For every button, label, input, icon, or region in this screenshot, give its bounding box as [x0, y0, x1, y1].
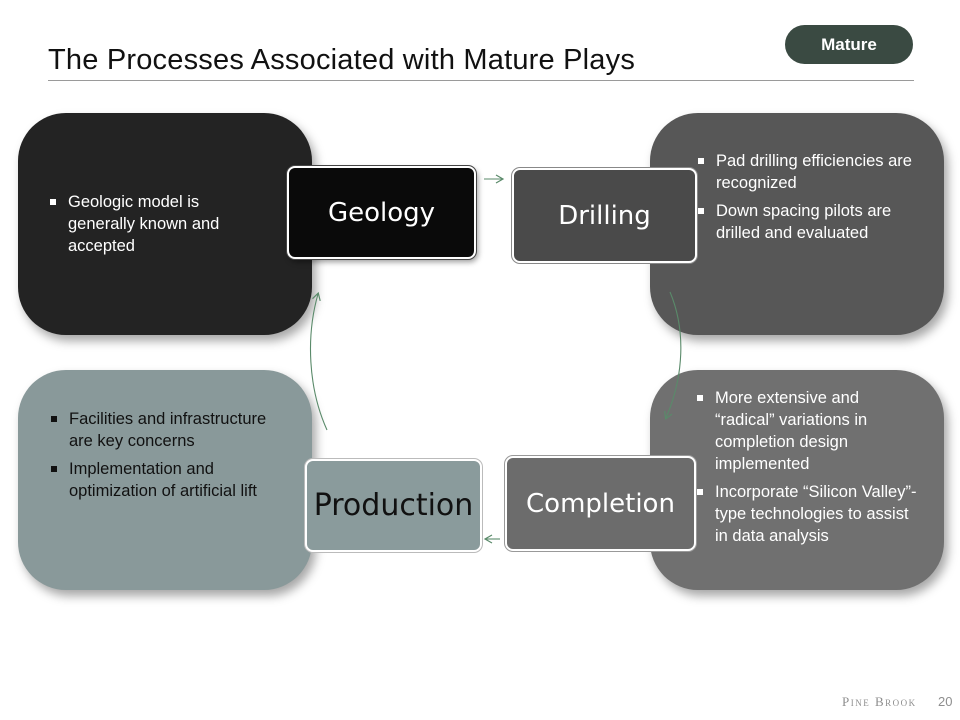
production-quadrant: [18, 370, 312, 590]
list-item: Geologic model is generally known and ac…: [50, 191, 255, 257]
drilling-notes: Pad drilling efficiencies are recognized…: [698, 150, 920, 250]
geology-process-box: Geology: [287, 166, 476, 259]
stage-badge: Mature: [785, 25, 913, 64]
completion-quadrant: [650, 370, 944, 590]
list-item: Incorporate “Silicon Valley”-type techno…: [697, 481, 921, 547]
bullet-square-icon: [698, 208, 704, 214]
list-item: Facilities and infrastructure are key co…: [51, 408, 281, 452]
geology-notes: Geologic model is generally known and ac…: [50, 191, 255, 263]
bullet-square-icon: [697, 395, 703, 401]
list-item: Down spacing pilots are drilled and eval…: [698, 200, 920, 244]
production-notes: Facilities and infrastructure are key co…: [51, 408, 281, 508]
completion-notes: More extensive and “radical” variations …: [697, 387, 921, 553]
slide-title: The Processes Associated with Mature Pla…: [48, 44, 636, 76]
page-number: 20: [938, 694, 953, 709]
list-item: More extensive and “radical” variations …: [697, 387, 921, 475]
list-item: Pad drilling efficiencies are recognized: [698, 150, 920, 194]
bullet-square-icon: [51, 416, 57, 422]
production-process-box: Production: [305, 459, 482, 552]
footer-logo: Pine Brook: [842, 694, 917, 709]
production-to-geology-arrow: [309, 291, 328, 431]
bullet-square-icon: [697, 489, 703, 495]
bullet-square-icon: [50, 199, 56, 205]
drilling-quadrant: [650, 113, 944, 335]
bullet-square-icon: [698, 158, 704, 164]
bullet-square-icon: [51, 466, 57, 472]
title-rule: [48, 80, 914, 81]
completion-process-box: Completion: [505, 456, 696, 551]
list-item: Implementation and optimization of artif…: [51, 458, 281, 502]
drilling-process-box: Drilling: [512, 168, 697, 263]
geology-quadrant: [18, 113, 312, 335]
